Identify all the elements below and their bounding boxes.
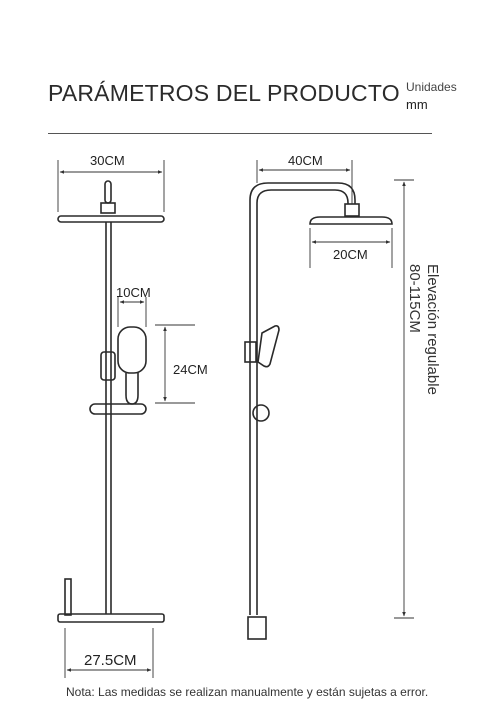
dim-handheld-height: 24CM xyxy=(173,362,208,377)
side-handheld-head xyxy=(257,325,280,368)
measurement-note: Nota: Las medidas se realizan manualment… xyxy=(66,685,429,699)
side-view xyxy=(244,182,393,640)
side-arm-outer xyxy=(249,182,356,615)
dim-elevation-range: 80-115CM xyxy=(406,264,423,333)
dim-head-diameter: 20CM xyxy=(333,247,368,262)
dimension-lines xyxy=(57,160,414,678)
dim-elevation-label: Elevación regulable xyxy=(424,264,441,395)
header-divider xyxy=(48,133,432,134)
page-title: PARÁMETROS DEL PRODUCTO xyxy=(48,80,400,106)
side-arm-inner xyxy=(256,189,349,615)
front-head-connector xyxy=(100,202,116,214)
front-handheld-head xyxy=(117,326,147,374)
side-rain-head xyxy=(309,216,393,225)
dim-base-width: 27.5CM xyxy=(84,652,137,669)
dim-head-width: 30CM xyxy=(90,153,125,168)
dim-arm-reach: 40CM xyxy=(288,153,323,168)
units-value: mm xyxy=(406,97,428,112)
units-label: Unidades xyxy=(406,80,457,94)
front-base xyxy=(57,613,165,623)
front-shelf xyxy=(89,403,147,415)
front-handheld-handle xyxy=(125,373,139,405)
side-base xyxy=(247,616,267,640)
side-holder xyxy=(244,341,257,363)
front-top-stub xyxy=(104,180,112,204)
side-valve-knob xyxy=(252,404,270,422)
front-holder xyxy=(100,351,116,381)
dim-handheld-width: 10CM xyxy=(116,285,151,300)
front-view xyxy=(57,180,165,623)
side-head-connector xyxy=(344,203,360,217)
front-lower-spout xyxy=(64,578,72,616)
front-rain-head xyxy=(57,215,165,223)
